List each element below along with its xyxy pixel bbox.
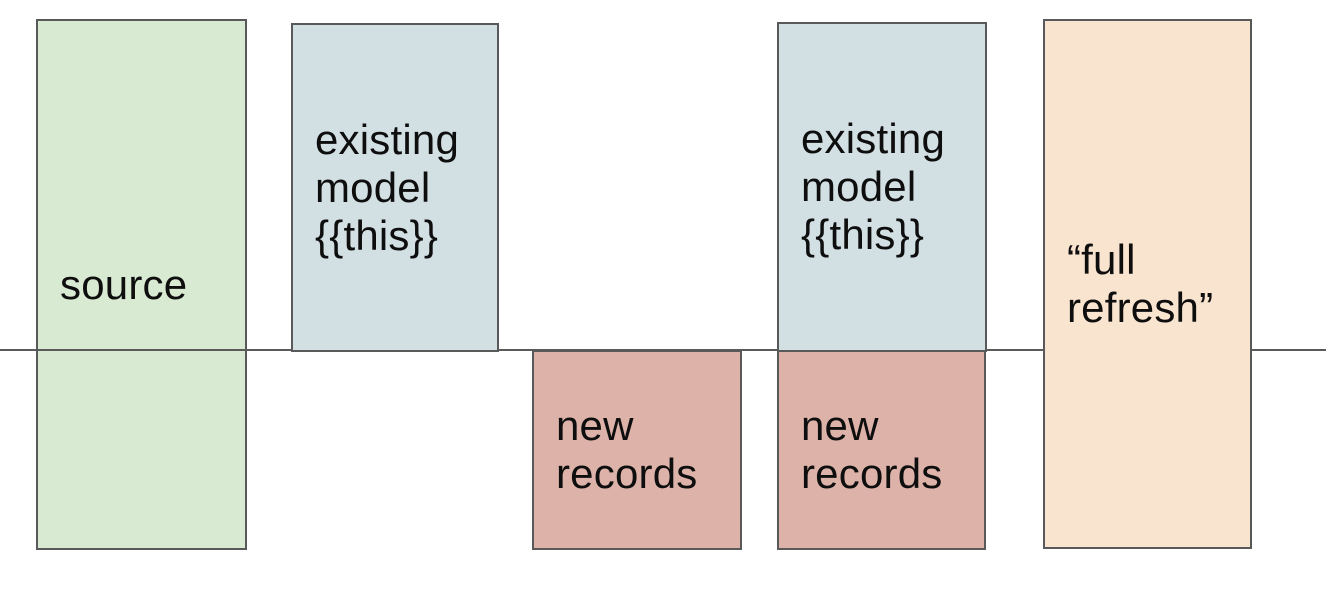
source-box: source — [36, 19, 247, 550]
existing-model-box-1-label: existing model {{this}} — [315, 115, 460, 259]
new-records-box-2-label: new records — [801, 402, 943, 497]
full-refresh-box: “full refresh” — [1043, 19, 1252, 549]
source-box-label: source — [60, 260, 188, 308]
new-records-box-1: new records — [532, 350, 742, 550]
existing-model-box-2-label: existing model {{this}} — [801, 115, 946, 258]
full-refresh-box-label: “full refresh” — [1067, 236, 1214, 331]
existing-model-box-2: existing model {{this}} — [777, 22, 987, 352]
existing-model-box-1: existing model {{this}} — [291, 23, 499, 352]
new-records-box-2: new records — [777, 350, 986, 550]
new-records-box-1-label: new records — [556, 402, 698, 497]
